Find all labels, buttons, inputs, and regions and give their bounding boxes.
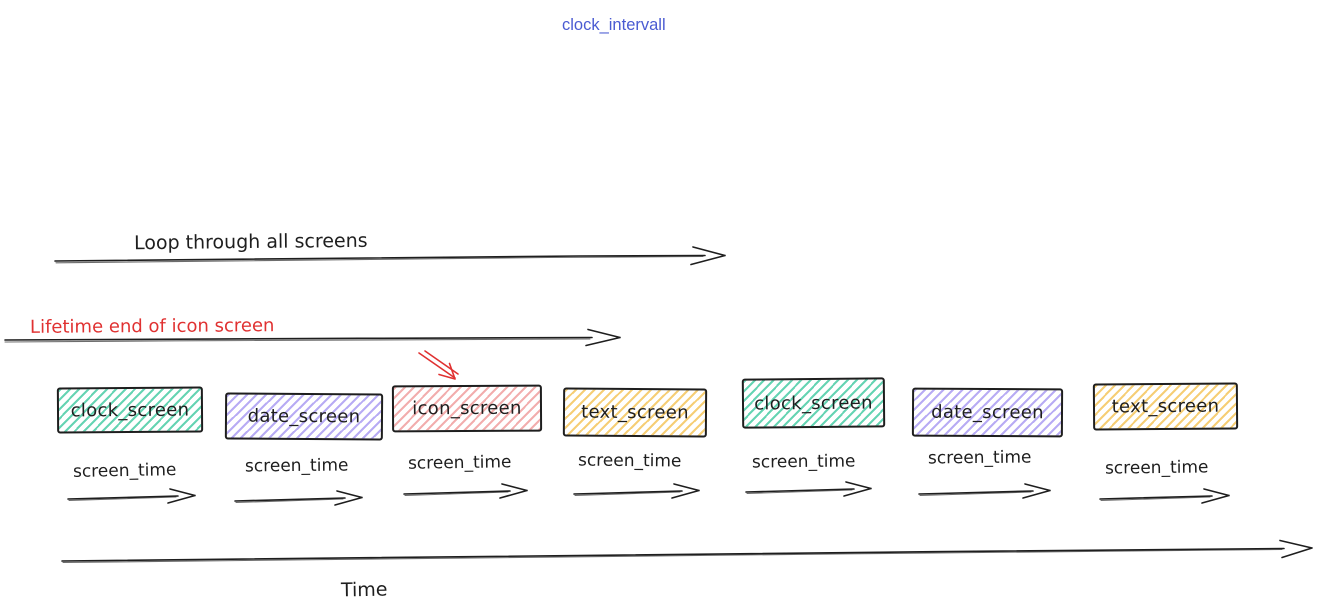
screen-box-label: clock_screen [754,391,873,415]
screen-box-label: date_screen [247,405,361,428]
screen-box-label: text_screen [1111,395,1220,418]
screen-time-label-1: screen_time [72,460,177,482]
screen-box-label: date_screen [931,401,1044,424]
loop-arrow [54,246,726,266]
screen-time-label-2: screen_time [244,455,349,477]
screen-box-date-1: date_screen [224,392,384,441]
time-axis-label: Time [340,578,388,602]
screen-time-label-5: screen_time [751,451,856,473]
screen-box-date-2: date_screen [911,387,1064,438]
screen-box-clock-2: clock_screen [741,377,886,429]
icon-screen-pointer-arrow [418,350,459,380]
screen-time-arrow-2 [234,490,363,506]
screen-time-arrow-4 [573,483,700,499]
diagram-title: clock_intervall [562,16,666,34]
screen-time-label-3: screen_time [407,452,512,474]
screen-time-arrow-1 [67,488,196,504]
screen-box-label: clock_screen [70,399,190,421]
time-axis-arrow [61,539,1313,564]
screen-box-label: icon_screen [412,397,522,420]
screen-box-clock-1: clock_screen [56,386,204,434]
screen-box-text-1: text_screen [562,387,708,438]
screen-time-label-7: screen_time [1104,457,1209,479]
screen-box-icon: icon_screen [391,384,543,433]
screen-time-arrow-3 [403,483,528,499]
screen-time-arrow-6 [918,483,1051,499]
screen-time-label-4: screen_time [577,450,682,472]
screen-box-label: text_screen [581,401,689,424]
lifetime-arrow [4,328,621,347]
screen-time-arrow-7 [1099,488,1230,504]
screen-box-text-2: text_screen [1092,382,1239,431]
screen-time-label-6: screen_time [927,447,1032,469]
screen-time-arrow-5 [745,481,872,497]
